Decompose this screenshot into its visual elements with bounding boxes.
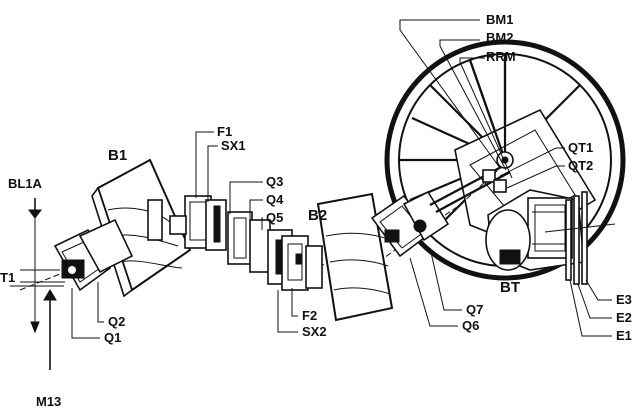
label-qt1: QT1 <box>568 140 593 155</box>
dipole-b2 <box>316 192 394 322</box>
label-e2: E2 <box>616 310 632 325</box>
label-b2: B2 <box>308 207 327 224</box>
label-q6: Q6 <box>462 318 479 333</box>
label-f1: F1 <box>217 124 232 139</box>
leader-lines <box>10 19 612 339</box>
label-q7: Q7 <box>466 302 483 317</box>
label-bm2: BM2 <box>486 30 513 45</box>
label-q2: Q2 <box>108 314 125 329</box>
label-bt: BT <box>500 279 520 296</box>
label-e3: E3 <box>616 292 632 307</box>
label-f2: F2 <box>302 308 317 323</box>
label-t1: T1 <box>0 270 15 285</box>
label-q3: Q3 <box>266 174 283 189</box>
label-q5: Q5 <box>266 210 283 225</box>
label-b1: B1 <box>108 147 127 164</box>
detector-planes <box>544 191 616 285</box>
label-m13: M13 <box>36 394 61 409</box>
label-rrm: RRM <box>486 49 516 64</box>
detector-bt <box>485 189 585 271</box>
label-q1: Q1 <box>104 330 121 345</box>
magnet-chain-upper <box>169 195 293 285</box>
label-bm1: BM1 <box>486 12 513 27</box>
label-sx2: SX2 <box>302 324 327 339</box>
label-q4: Q4 <box>266 192 284 207</box>
m13-arrow <box>43 289 57 370</box>
label-sx1: SX1 <box>221 138 246 153</box>
bl1a-arrow <box>28 198 42 334</box>
label-e1: E1 <box>616 328 632 343</box>
small-elements-top <box>429 151 514 214</box>
magnet-chain-lower <box>281 235 323 291</box>
quadrupole-q1-q2 <box>20 218 134 292</box>
quadrupole-q6-q7 <box>370 190 450 258</box>
label-bl1a: BL1A <box>8 176 43 191</box>
label-qt2: QT2 <box>568 158 593 173</box>
labels: BM1 BM2 RRM QT1 QT2 F1 SX1 Q3 Q4 Q5 B1 B… <box>0 12 632 409</box>
